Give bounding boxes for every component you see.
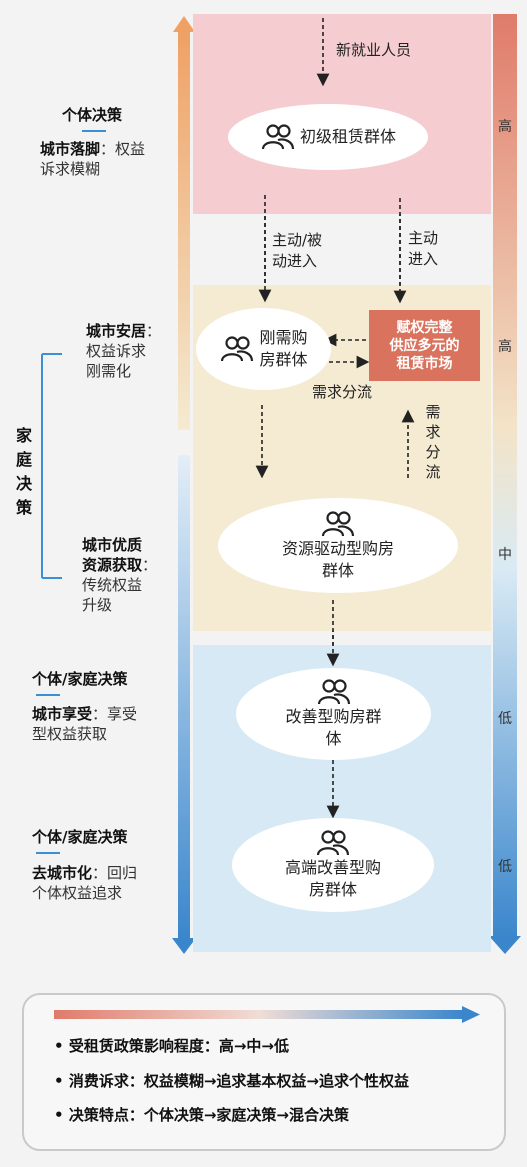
scale-low-2: 低 [498,859,512,875]
legend-gradient-bar [54,1010,464,1019]
stage2-line2: 权益诉求 [86,342,147,360]
market-label-line1: 赋权完整 [396,319,453,336]
legend-row-demand: • 消费诉求：权益模糊→追求基本权益→追求个性权益 [54,1072,409,1090]
market-label-line3: 租赁市场 [396,355,453,372]
legend-row2-text: 消费诉求：权益模糊→追求基本权益→追求个性权益 [68,1072,409,1090]
stage5-underline [36,852,60,854]
highend-label-line1: 高端改善型购 [284,858,381,877]
stage4-line2: 型权益获取 [32,725,108,743]
stage5-colon: ：回归 [92,864,138,882]
family-decision-label: 家 庭 决 策 [14,424,34,520]
stage4-underline [36,694,60,696]
scale-high-2: 高 [498,339,512,355]
node-improvement: 改善型购房群 体 [236,668,431,760]
people-icon [321,510,355,536]
highend-label-line2: 房群体 [308,880,357,899]
node-primary-rental: 初级租赁群体 [228,104,428,170]
improve-label-line2: 体 [325,729,342,748]
stage2-desc: 城市安居： 权益诉求 刚需化 [86,321,161,381]
stage1-title: 个体决策 [62,106,123,124]
vertical-char: 分 [425,443,441,461]
family-char: 决 [15,474,32,493]
stage3-line3: 传统权益 [82,576,143,594]
stage4-desc: 城市享受：享受 型权益获取 [32,704,137,744]
stage1-bold: 城市落脚 [40,140,101,158]
edge-demand-split: 需求分流 [312,383,373,401]
stage1-line2: 诉求模糊 [40,160,101,178]
edge-active-line2: 进入 [408,250,439,268]
stage1-underline [82,130,106,132]
legend-row-policy: • 受租赁政策影响程度：高→中→低 [54,1037,289,1055]
stage5-title: 个体/家庭决策 [32,828,128,846]
stage4-colon: ：享受 [92,705,138,723]
left-up-arrow [173,16,195,430]
stage2-colon: ： [146,322,162,340]
stage2-line3: 刚需化 [86,362,132,380]
people-icon [316,830,350,856]
edge-active-passive: 主动/被 动进入 [272,230,322,272]
node-resource-driven: 资源驱动型购房 群体 [218,498,458,593]
node-rigid-demand: 刚需购 房群体 [196,308,331,390]
vertical-char: 流 [425,463,441,481]
stage5-line2: 个体权益追求 [32,884,123,902]
stage2-bold: 城市安居 [86,322,147,340]
vertical-char: 需 [425,403,441,421]
stage1-colon: ：权益 [100,140,146,158]
rigid-label-line2: 房群体 [259,350,308,369]
node-highend-improvement: 高端改善型购 房群体 [232,818,434,912]
scale-low-1: 低 [498,711,512,727]
stage1-desc: 城市落脚：权益 诉求模糊 [40,139,145,179]
scale-mid: 中 [498,547,512,563]
stage3-bold1: 城市优质 [82,536,143,554]
stage3-desc: 城市优质 资源获取： 传统权益 升级 [82,535,157,615]
primary-rental-label: 初级租赁群体 [299,127,396,146]
edge-active: 主动 进入 [408,228,438,270]
resource-label-line2: 群体 [321,560,354,580]
stage3-line4: 升级 [82,596,113,614]
node-rental-market: 赋权完整 供应多元的 租赁市场 [369,310,480,381]
family-char: 庭 [15,450,32,469]
resource-label-line1: 资源驱动型购房 [281,538,394,558]
people-icon [261,124,295,150]
stage5-bold: 去城市化 [32,864,93,882]
right-scale-arrow [489,14,521,954]
left-down-arrow [172,455,196,954]
edge-active-line1: 主动 [408,229,439,247]
people-icon [317,679,350,705]
edge-demand-split-vertical: 需 求 分 流 [424,402,442,482]
legend-row-decision: • 决策特点：个体决策→家庭决策→混合决策 [54,1106,349,1124]
people-icon [221,336,254,362]
family-char: 策 [15,498,32,517]
stage3-colon: ： [142,556,158,574]
stage4-title: 个体/家庭决策 [32,670,128,688]
family-char: 家 [15,426,32,445]
stage3-bold2: 资源获取 [82,556,143,574]
family-bracket [41,353,62,579]
legend-arrow-head [462,1006,480,1023]
rigid-label-line1: 刚需购 [259,328,308,347]
legend-panel: • 受租赁政策影响程度：高→中→低 • 消费诉求：权益模糊→追求基本权益→追求个… [22,993,506,1151]
improve-label-line1: 改善型购房群 [285,707,382,726]
legend-row3-text: 决策特点：个体决策→家庭决策→混合决策 [68,1106,349,1124]
stage5-desc: 去城市化：回归 个体权益追求 [32,863,137,903]
new-employees-label: 新就业人员 [336,41,412,59]
market-label-line2: 供应多元的 [389,337,460,354]
legend-row1-text: 受租赁政策影响程度：高→中→低 [68,1037,289,1055]
scale-high-1: 高 [498,119,512,135]
stage4-bold: 城市享受 [32,705,93,723]
edge-active-passive-line2: 动进入 [272,252,318,270]
vertical-char: 求 [425,423,441,441]
edge-active-passive-line1: 主动/被 [272,231,323,249]
